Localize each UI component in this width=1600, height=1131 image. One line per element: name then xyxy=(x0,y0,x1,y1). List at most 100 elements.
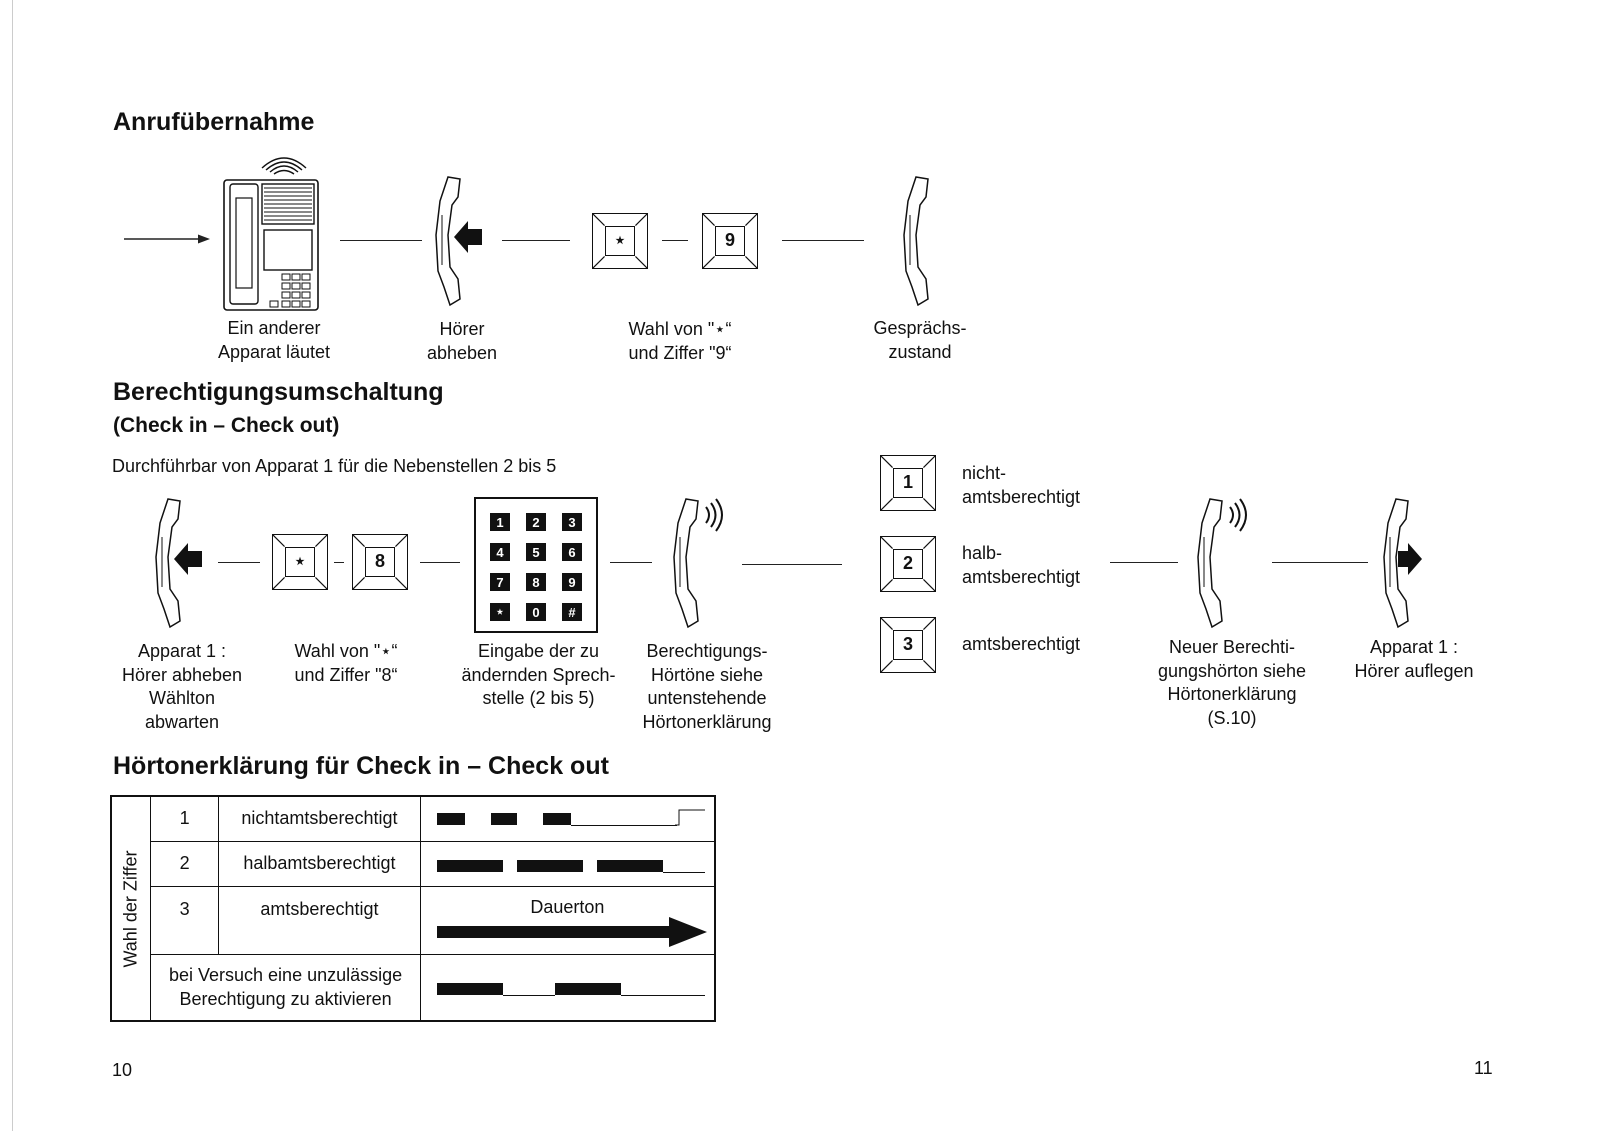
tone-table: Wahl der Ziffer 1 nichtamtsberechtigt 2 … xyxy=(110,795,716,1022)
keypad-key: ⋆ xyxy=(490,603,510,621)
flow-connector xyxy=(662,240,688,241)
keypad-key: 4 xyxy=(490,543,510,561)
tone-baseline xyxy=(502,994,555,996)
tone-burst xyxy=(554,982,621,995)
keypad-key: 9 xyxy=(562,573,582,591)
incoming-arrow-icon xyxy=(124,234,210,244)
tone-burst xyxy=(490,813,517,825)
flow-connector xyxy=(340,240,422,241)
tone-baseline xyxy=(620,994,705,996)
tone-burst xyxy=(436,859,503,872)
handset-tone-icon xyxy=(1197,498,1247,629)
caption-dial-star-9: Wahl von "⋆“ und Ziffer "9“ xyxy=(628,319,732,363)
flow-connector xyxy=(334,562,344,563)
caption-permission-tones: Berechtigungs- Hörtöne siehe untenstehen… xyxy=(642,641,772,732)
invalid-attempt-cell: bei Versuch eine unzulässige Berechtigun… xyxy=(150,953,421,1022)
star-key-label: ⋆ xyxy=(604,225,636,257)
caption-phone-rings: Ein anderer Apparat läutet xyxy=(217,318,331,362)
keypad-key: 1 xyxy=(490,513,510,531)
flow-connector xyxy=(742,564,842,565)
section-subtitle-checkin: (Check in – Check out) xyxy=(113,414,340,437)
caption-dial-star-8: Wahl von "⋆“ und Ziffer "8“ xyxy=(294,641,398,685)
keypad-key: 5 xyxy=(526,543,546,561)
keypad: 1 2 3 4 5 6 7 8 9 ⋆ 0 # xyxy=(474,497,598,633)
tone-pattern-cell xyxy=(419,953,716,1022)
handset-talk-icon xyxy=(903,176,929,307)
table-row: 3 amtsberechtigt Dauerton xyxy=(111,885,716,955)
keypad-key: 0 xyxy=(526,603,546,621)
star-key: ⋆ xyxy=(272,534,328,590)
tone-pattern-cell xyxy=(419,840,716,887)
option-label: nicht- amtsberechtigt xyxy=(962,463,1081,507)
page-number-right: 11 xyxy=(1474,1058,1493,1078)
star-key-label: ⋆ xyxy=(284,546,316,578)
keypad-key: 6 xyxy=(562,543,582,561)
page-binding-edge xyxy=(12,0,13,1131)
tone-burst xyxy=(436,982,503,995)
tone-pattern-cell: Dauerton xyxy=(419,885,716,955)
caption-lift: Apparat 1 : Hörer abheben Wählton abwart… xyxy=(121,641,243,732)
flow-connector xyxy=(610,562,652,563)
option-key-1: 1 xyxy=(880,455,936,511)
tone-step xyxy=(674,809,705,826)
option-label: halb- amtsberechtigt xyxy=(962,543,1081,587)
caption-lift: Hörer abheben xyxy=(426,319,498,363)
flow-connector xyxy=(218,562,260,563)
vertical-label: Wahl der Ziffer xyxy=(120,849,141,968)
handset-hangup-icon xyxy=(1383,498,1422,629)
digit-cell: 1 xyxy=(150,795,220,842)
option-key-label: 1 xyxy=(892,467,924,499)
handset-tone-icon xyxy=(673,498,723,629)
digit-8-key: 8 xyxy=(352,534,408,590)
digit-cell: 3 xyxy=(150,885,220,955)
tone-burst xyxy=(542,813,571,825)
tone-baseline xyxy=(570,825,677,826)
digit-8-key-label: 8 xyxy=(364,546,396,578)
handset-lift-icon xyxy=(435,176,482,307)
caption-hangup: Apparat 1 : Hörer auflegen xyxy=(1354,637,1474,681)
caption-talk: Gesprächs- zustand xyxy=(873,318,967,362)
flow-connector xyxy=(782,240,864,241)
continuous-tone-label: Dauerton xyxy=(530,896,605,917)
keypad-key: 8 xyxy=(526,573,546,591)
table-row: 2 halbamtsberechtigt xyxy=(111,840,716,887)
handset-lift-icon xyxy=(155,498,202,629)
section-title-anrufuebernahme: Anrufübernahme xyxy=(113,108,315,136)
flow-connector xyxy=(1110,562,1178,563)
option-key-label: 3 xyxy=(892,629,924,661)
tone-baseline xyxy=(662,871,705,873)
tone-pattern-cell xyxy=(419,795,716,842)
flow-connector xyxy=(1272,562,1368,563)
vertical-label-cell: Wahl der Ziffer xyxy=(110,795,152,1022)
caption-enter-extension: Eingabe der zu ändernden Sprech- stelle … xyxy=(461,641,616,708)
keypad-key: 3 xyxy=(562,513,582,531)
star-key: ⋆ xyxy=(592,213,648,269)
option-key-label: 2 xyxy=(892,548,924,580)
tone-burst xyxy=(436,813,465,825)
continuous-tone-arrow-icon xyxy=(436,916,707,947)
caption-new-tone: Neuer Berechti- gungshörton siehe Hörton… xyxy=(1157,637,1307,728)
permission-cell: nichtamtsberechtigt xyxy=(218,795,421,842)
tone-burst xyxy=(596,859,663,872)
permission-cell: halbamtsberechtigt xyxy=(218,840,421,887)
permission-cell: amtsberechtigt xyxy=(218,885,421,955)
section-title-berechtigung: Berechtigungsumschaltung xyxy=(113,378,444,406)
option-key-2: 2 xyxy=(880,536,936,592)
keypad-key: # xyxy=(562,603,582,621)
option-label: amtsberechtigt xyxy=(962,634,1081,654)
section-intro: Durchführbar von Apparat 1 für die Neben… xyxy=(112,456,557,476)
flow-connector xyxy=(502,240,570,241)
table-row: Wahl der Ziffer 1 nichtamtsberechtigt xyxy=(110,795,716,1022)
keypad-key: 7 xyxy=(490,573,510,591)
digit-9-key: 9 xyxy=(702,213,758,269)
option-key-3: 3 xyxy=(880,617,936,673)
flow-connector xyxy=(420,562,460,563)
table-row: bei Versuch eine unzulässige Berechtigun… xyxy=(111,953,716,1022)
keypad-key: 2 xyxy=(526,513,546,531)
page-number-left: 10 xyxy=(112,1060,133,1080)
section-title-hoertone: Hörtonerklärung für Check in – Check out xyxy=(113,752,609,780)
tone-burst xyxy=(516,859,583,872)
digit-9-key-label: 9 xyxy=(714,225,746,257)
desk-phone-ringing-icon xyxy=(223,157,319,311)
digit-cell: 2 xyxy=(150,840,220,887)
